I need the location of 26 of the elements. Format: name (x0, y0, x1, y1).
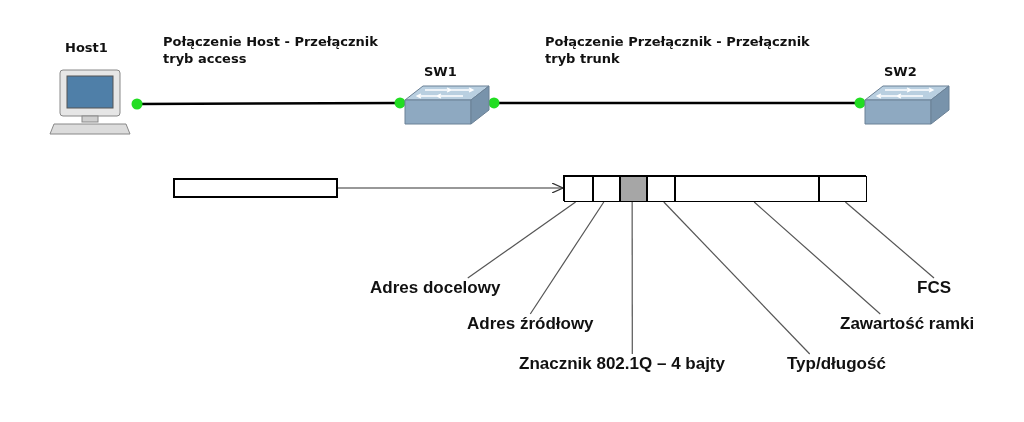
field-label: Zawartość ramki (840, 314, 975, 334)
field-label: FCS (917, 278, 951, 298)
leader-line (529, 201, 605, 315)
device-name: Host1 (65, 40, 108, 55)
leader-line (844, 201, 935, 279)
field-label: Znacznik 802.1Q – 4 bajty (519, 354, 725, 374)
field-label: Adres źródłowy (467, 314, 594, 334)
frame-field (593, 176, 620, 202)
frame-field (675, 176, 819, 202)
device-name: SW1 (424, 64, 457, 79)
frame-box (563, 175, 866, 201)
field-label: Adres docelowy (370, 278, 501, 298)
frame-field (819, 176, 867, 202)
leader-line (753, 201, 881, 315)
network-link (488, 97, 866, 109)
field-label: Typ/długość (787, 354, 886, 374)
leader-line (663, 201, 811, 355)
device-name: SW2 (884, 64, 917, 79)
leader-line (467, 201, 577, 279)
frame-box (173, 178, 338, 198)
frame-field (647, 176, 675, 202)
network-link (131, 97, 406, 110)
frame-field (620, 176, 647, 202)
frame-field (564, 176, 593, 202)
arrow (337, 182, 564, 194)
leader-line (631, 201, 633, 355)
